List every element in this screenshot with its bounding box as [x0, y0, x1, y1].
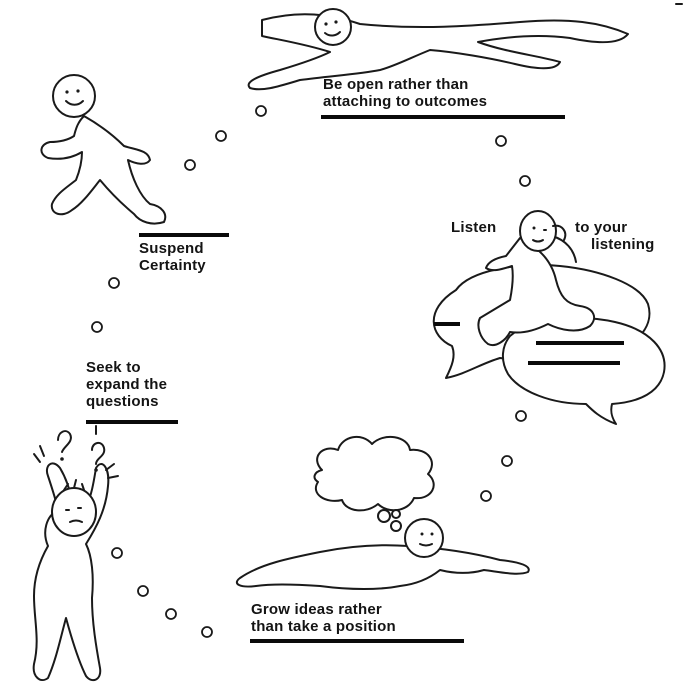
label-grow-ideas: Grow ideas rather than take a position — [251, 601, 396, 635]
overline-suspend — [139, 233, 229, 237]
label-suspend-certainty: Suspend Certainty — [139, 240, 206, 274]
label-seek-to-expand: Seek to expand the questions — [86, 359, 167, 410]
floating-figure — [247, 8, 629, 91]
label-line: attaching to outcomes — [323, 93, 488, 110]
walking-figure — [40, 74, 167, 225]
path-dots — [91, 105, 531, 638]
label-line: questions — [86, 393, 159, 410]
label-line: expand the — [86, 376, 168, 393]
label-line: to your — [575, 219, 628, 236]
label-line: than take a position — [251, 618, 396, 635]
label-line: Seek to — [86, 359, 141, 376]
questioning-figure — [32, 425, 119, 682]
label-line: Grow ideas rather — [251, 601, 382, 618]
growing-figure — [235, 435, 530, 590]
label-listen: Listen — [451, 219, 497, 236]
speech-line — [528, 361, 620, 365]
underline-grow — [250, 639, 464, 643]
underline-be-open — [321, 115, 565, 119]
label-be-open: Be open rather than attaching to outcome… — [323, 76, 487, 110]
listening-figure — [432, 210, 666, 425]
label-line: Be open rather than — [323, 76, 469, 93]
speech-line — [434, 322, 460, 326]
label-line: Suspend — [139, 240, 204, 257]
underline-seek — [86, 420, 178, 424]
speech-line — [536, 341, 624, 345]
label-to-your-listening: to your listening — [575, 219, 654, 253]
label-line: Certainty — [139, 257, 206, 274]
label-line: listening — [591, 236, 655, 253]
